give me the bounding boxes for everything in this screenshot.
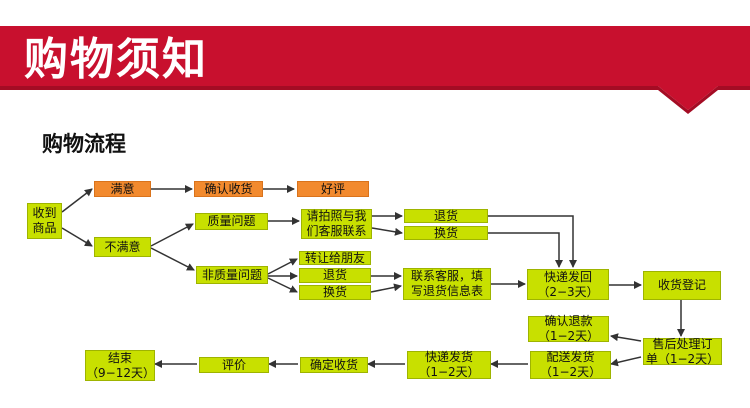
node-receipt-register: 收货登记 — [643, 271, 721, 300]
node-end: 结束 （9−12天） — [85, 350, 155, 381]
node-return-1: 退货 — [404, 209, 488, 223]
node-good-review: 好评 — [297, 181, 369, 197]
node-quality-issue: 质量问题 — [195, 213, 268, 230]
section-title: 购物流程 — [42, 132, 126, 156]
node-photo-contact: 请拍照与我 们客服联系 — [301, 209, 372, 239]
node-review: 评价 — [199, 357, 269, 373]
node-exchange-2: 换货 — [299, 285, 371, 300]
node-return-2: 退货 — [299, 268, 371, 283]
node-ship-out: 配送发货 （1−2天） — [530, 350, 611, 379]
node-confirm-receipt: 确认收货 — [194, 181, 263, 197]
node-receive-goods: 收到 商品 — [27, 203, 62, 239]
node-express-back: 快递发回 （2−3天） — [527, 269, 609, 300]
node-exchange-1: 换货 — [404, 226, 488, 240]
node-transfer-friend: 转让给朋友 — [299, 251, 371, 265]
node-express-ship: 快递发货 （1−2天） — [407, 350, 491, 379]
page-title: 购物须知 — [24, 34, 208, 85]
node-non-quality-issue: 非质量问题 — [196, 266, 268, 284]
node-confirm-refund: 确认退款 （1−2天） — [528, 314, 609, 343]
node-unsatisfied: 不满意 — [94, 237, 151, 257]
node-contact-fill-form: 联系客服，填 写退货信息表 — [403, 268, 491, 300]
header-banner — [0, 26, 750, 114]
node-confirm-received: 确定收货 — [300, 357, 368, 373]
node-after-sales: 售后处理订 单（1−2天） — [643, 337, 722, 366]
node-satisfied: 满意 — [94, 181, 151, 197]
